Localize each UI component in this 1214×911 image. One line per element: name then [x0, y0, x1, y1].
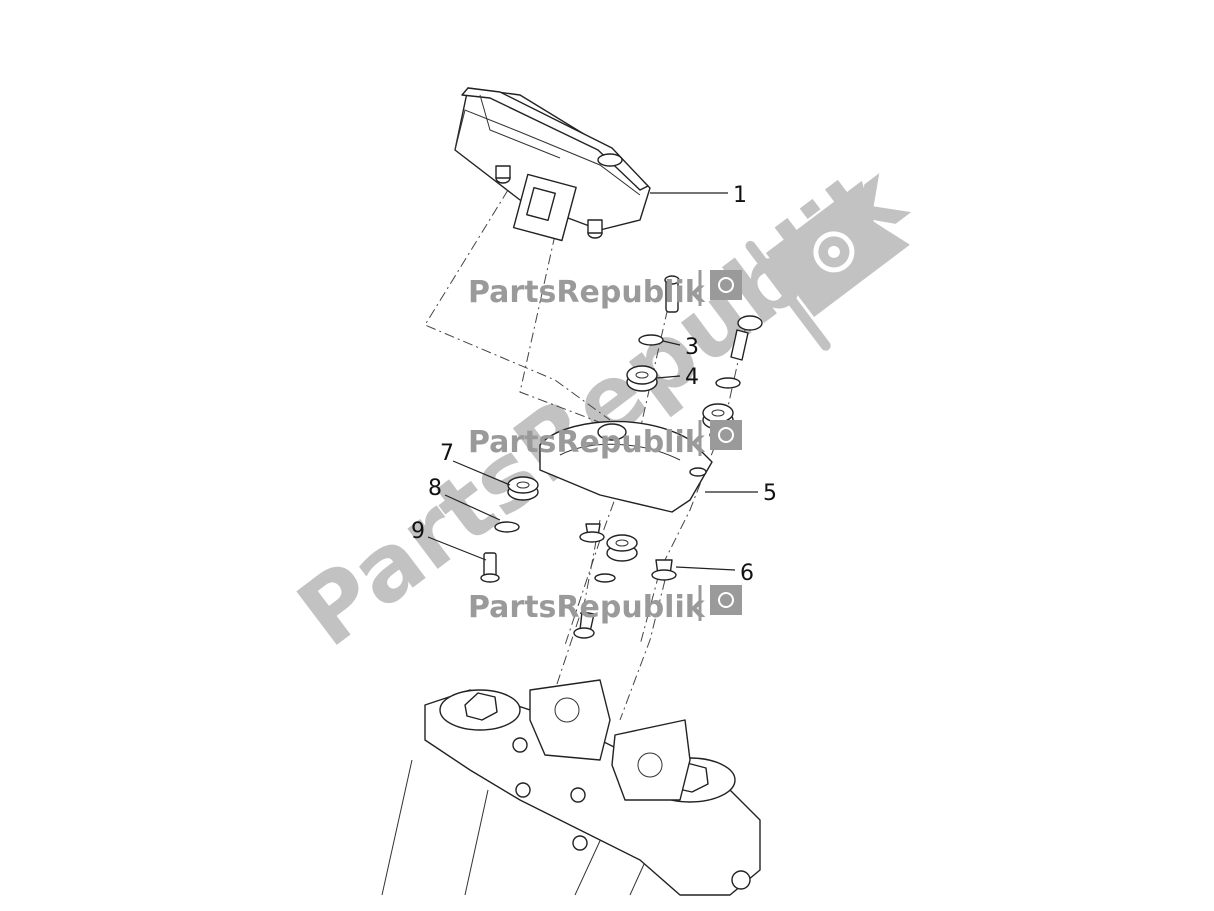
fastener-set-lower: [480, 476, 677, 639]
callout-4: 4: [685, 365, 699, 390]
watermark-top: PartsRepublik: [468, 270, 742, 310]
leader-lines: [427, 192, 758, 571]
gear-flag-icon: [710, 420, 742, 450]
watermark-large-flag-icon: [745, 180, 910, 351]
instrument-cluster: [454, 87, 651, 242]
gear-flag-icon: [710, 270, 742, 300]
watermark-middle: PartsRepublik: [468, 420, 742, 460]
callout-8: 8: [428, 476, 442, 501]
mounting-bracket: [539, 420, 713, 513]
callout-7: 7: [440, 441, 454, 466]
callout-3: 3: [685, 335, 699, 360]
gear-flag-icon: [710, 585, 742, 615]
callout-5: 5: [763, 481, 777, 506]
callout-6: 6: [740, 561, 754, 586]
watermark-bottom-text: PartsRepublik: [468, 590, 706, 625]
callout-labels: 1 3 4 5 6 7 8 9: [411, 183, 777, 586]
watermark-bottom: PartsRepublik: [468, 585, 742, 625]
watermark-middle-text: PartsRepublik: [468, 425, 706, 460]
callout-9: 9: [411, 519, 425, 544]
callout-1: 1: [733, 183, 747, 208]
watermark-top-text: PartsRepublik: [468, 275, 706, 310]
triple-clamp: [381, 679, 761, 896]
